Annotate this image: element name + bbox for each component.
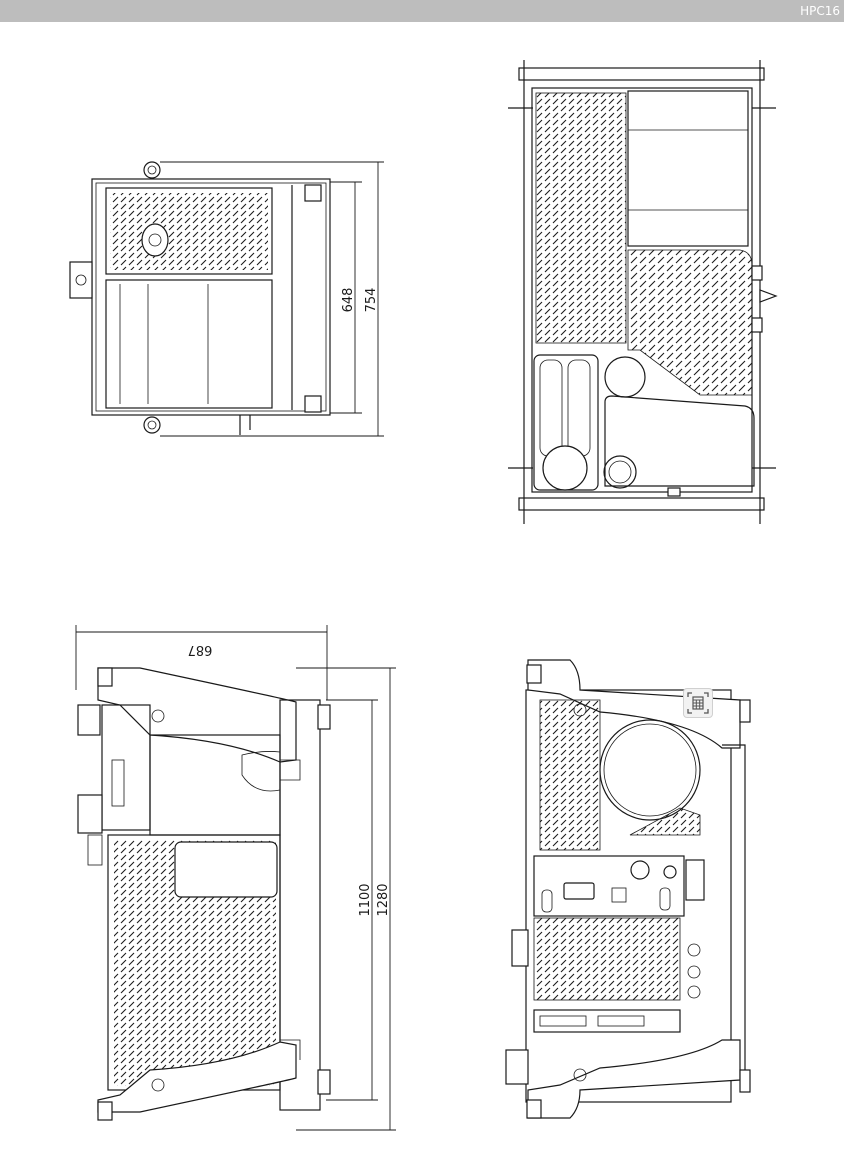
front-view	[75, 625, 396, 1131]
calculator-grid-glyph	[687, 692, 709, 714]
calculator-grid-icon[interactable]	[683, 688, 713, 718]
dim-1100: 1100	[358, 883, 373, 916]
header-code: HPC16	[800, 4, 840, 18]
rear-view	[505, 659, 751, 1119]
dim-687: 687	[188, 642, 213, 657]
top-view	[508, 60, 778, 524]
header-bar: HPC16	[0, 0, 844, 22]
dim-1280: 1280	[376, 883, 391, 916]
dim-754: 754	[364, 288, 379, 313]
side-view	[69, 161, 384, 437]
dim-648: 648	[341, 288, 356, 313]
